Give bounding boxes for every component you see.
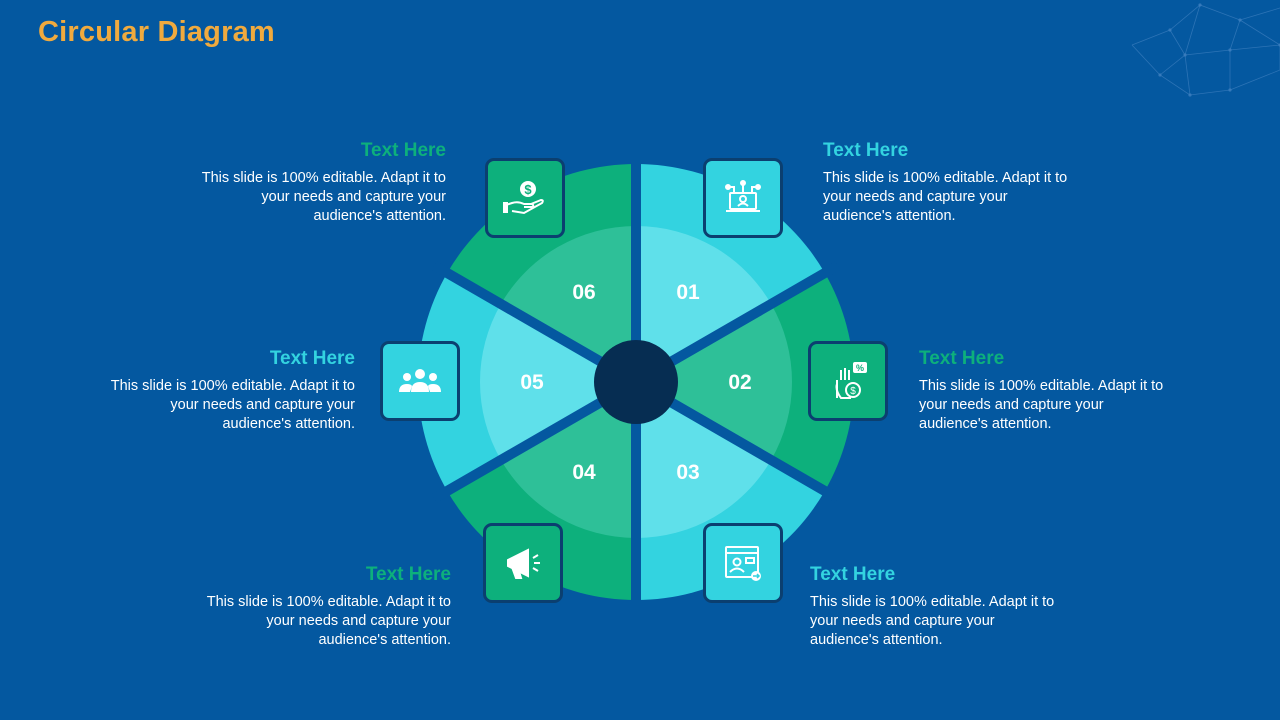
laptop-network-icon <box>703 158 783 238</box>
segment-05-heading: Text Here <box>269 348 355 369</box>
segment-03-body: This slide is 100% editable. Adapt it to… <box>810 594 1055 648</box>
segment-01-number: 01 <box>676 281 700 304</box>
inner-ring <box>480 226 793 538</box>
web-profile-icon <box>703 523 783 603</box>
hand-discount-coin-icon: $ % <box>808 341 888 421</box>
segment-01-text: Text Here This slide is 100% editable. A… <box>823 140 1123 226</box>
segment-06-body: This slide is 100% editable. Adapt it to… <box>201 170 446 224</box>
segment-04-text: Text Here This slide is 100% editable. A… <box>151 564 451 650</box>
segment-03-inner <box>636 382 772 538</box>
svg-text:$: $ <box>524 182 532 197</box>
segment-numbers: 01 02 03 04 05 06 <box>520 281 751 484</box>
hand-dollar-icon: $ <box>485 158 565 238</box>
segment-05-inner <box>480 304 636 460</box>
slide-title: Circular Diagram <box>38 16 275 48</box>
segment-05-body: This slide is 100% editable. Adapt it to… <box>110 378 355 432</box>
network-decoration <box>1131 3 1280 97</box>
segment-03-number: 03 <box>676 461 699 484</box>
segment-04-inner <box>500 382 636 538</box>
segment-06-inner <box>500 226 636 382</box>
team-icon <box>380 341 460 421</box>
segment-02-text: Text Here This slide is 100% editable. A… <box>919 348 1219 434</box>
segment-01-inner <box>636 226 772 382</box>
segment-04-body: This slide is 100% editable. Adapt it to… <box>206 594 451 648</box>
segment-03-text: Text Here This slide is 100% editable. A… <box>810 564 1110 650</box>
segment-04-heading: Text Here <box>365 564 451 585</box>
segment-01-heading: Text Here <box>823 140 909 161</box>
svg-text:%: % <box>856 363 864 373</box>
megaphone-icon <box>483 523 563 603</box>
segment-04-number: 04 <box>572 461 596 484</box>
segment-02-inner <box>636 304 793 460</box>
segment-06-number: 06 <box>572 281 595 304</box>
segment-01-body: This slide is 100% editable. Adapt it to… <box>823 170 1068 224</box>
segment-02-heading: Text Here <box>919 348 1005 369</box>
svg-text:$: $ <box>850 386 856 397</box>
center-circle <box>594 340 678 424</box>
segment-05-number: 05 <box>520 371 544 394</box>
segment-06-heading: Text Here <box>360 140 446 161</box>
segment-05-text: Text Here This slide is 100% editable. A… <box>55 348 355 434</box>
segment-02-body: This slide is 100% editable. Adapt it to… <box>919 378 1164 432</box>
segment-06-text: Text Here This slide is 100% editable. A… <box>146 140 446 226</box>
segment-03-heading: Text Here <box>810 564 896 585</box>
segment-02-number: 02 <box>728 371 751 394</box>
